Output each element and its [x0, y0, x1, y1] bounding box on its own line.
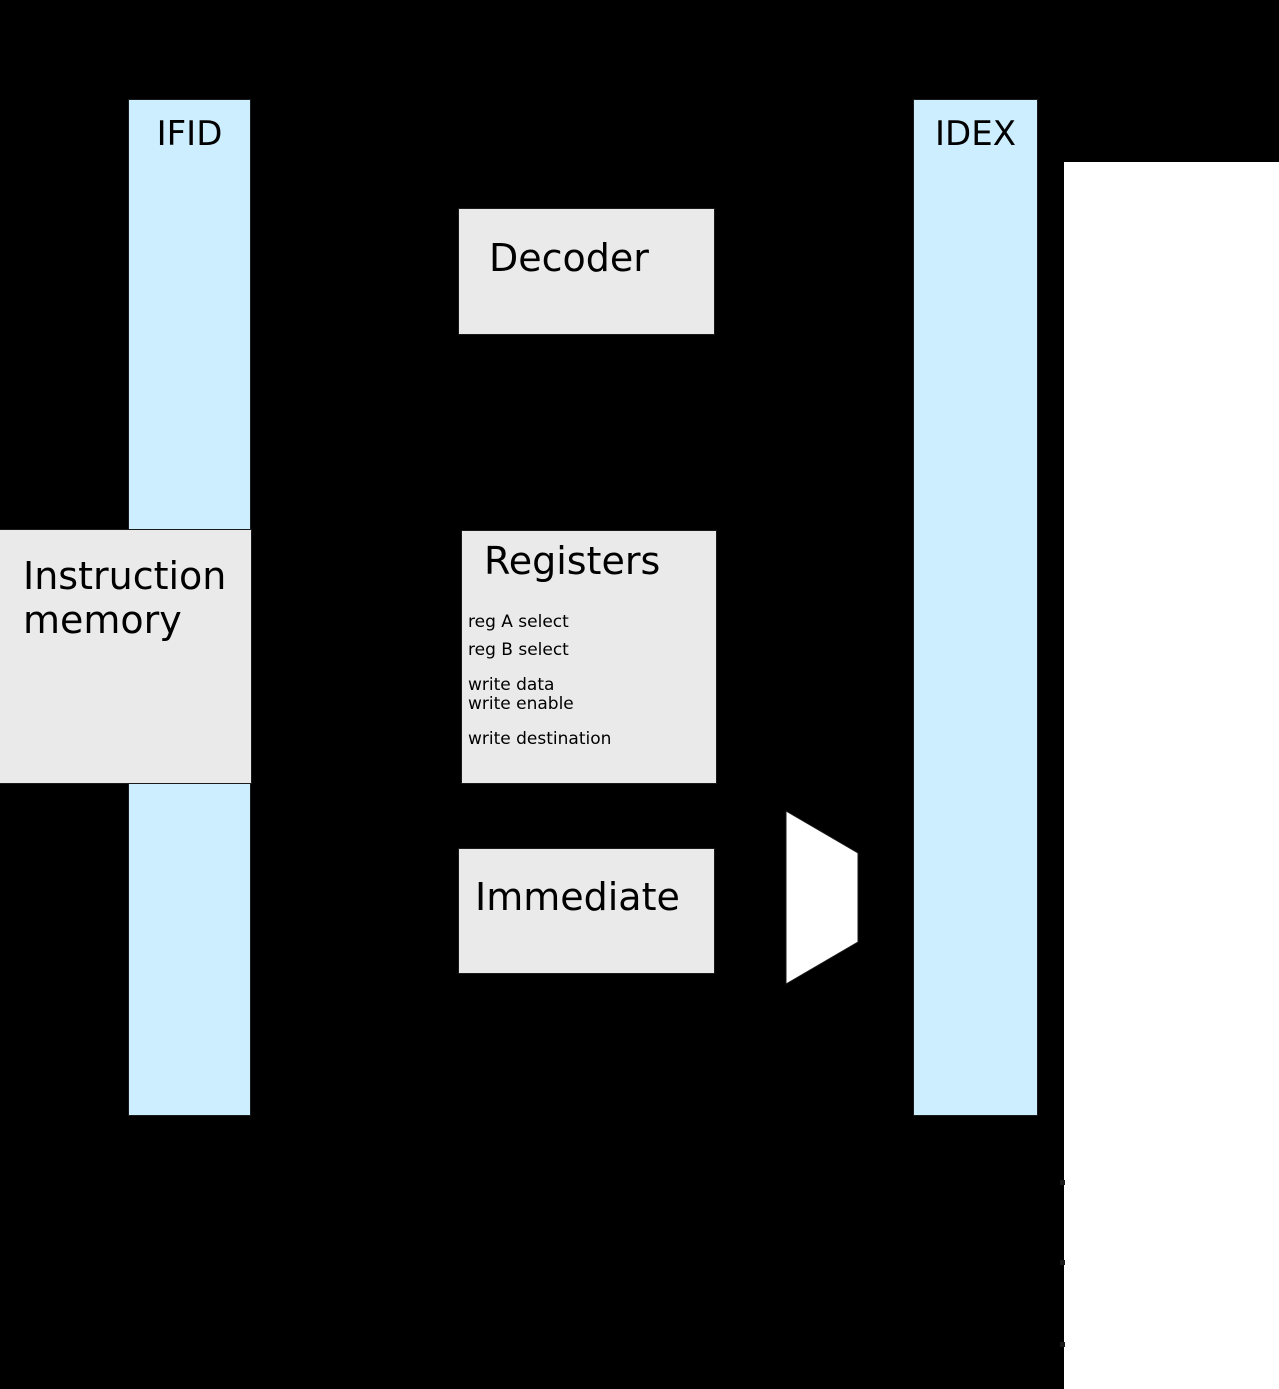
connector-stub-bottom	[1060, 1342, 1065, 1347]
unit-instruction-memory[interactable]: Instruction memory	[0, 529, 252, 784]
registers-port-write-destination: write destination	[468, 729, 612, 749]
unit-instruction-memory-label: Instruction memory	[23, 554, 227, 642]
connector-stub-middle	[1060, 1260, 1065, 1265]
registers-port-list: reg A select reg B select write data wri…	[468, 613, 611, 749]
page-white-area	[1064, 162, 1279, 1389]
unit-registers-label: Registers	[484, 539, 661, 583]
mux-trapezoid-icon	[785, 810, 859, 985]
registers-port-write-data: write data	[468, 675, 555, 695]
connector-stub-top	[1060, 1180, 1065, 1185]
unit-registers[interactable]: Registers reg A select reg B select writ…	[461, 530, 717, 784]
pipeline-register-idex-label: IDEX	[935, 114, 1016, 154]
operand-multiplexer[interactable]	[785, 810, 860, 985]
pipeline-register-idex[interactable]: IDEX	[913, 99, 1038, 1116]
pipeline-register-ifid-label: IFID	[156, 114, 223, 154]
unit-decoder-label: Decoder	[489, 236, 649, 280]
registers-port-write-enable: write enable	[468, 694, 574, 714]
registers-port-reg-b-select: reg B select	[468, 640, 569, 660]
unit-immediate-label: Immediate	[475, 875, 680, 919]
registers-port-reg-a-select: reg A select	[468, 612, 569, 632]
unit-decoder[interactable]: Decoder	[458, 208, 715, 335]
unit-immediate[interactable]: Immediate	[458, 848, 715, 974]
